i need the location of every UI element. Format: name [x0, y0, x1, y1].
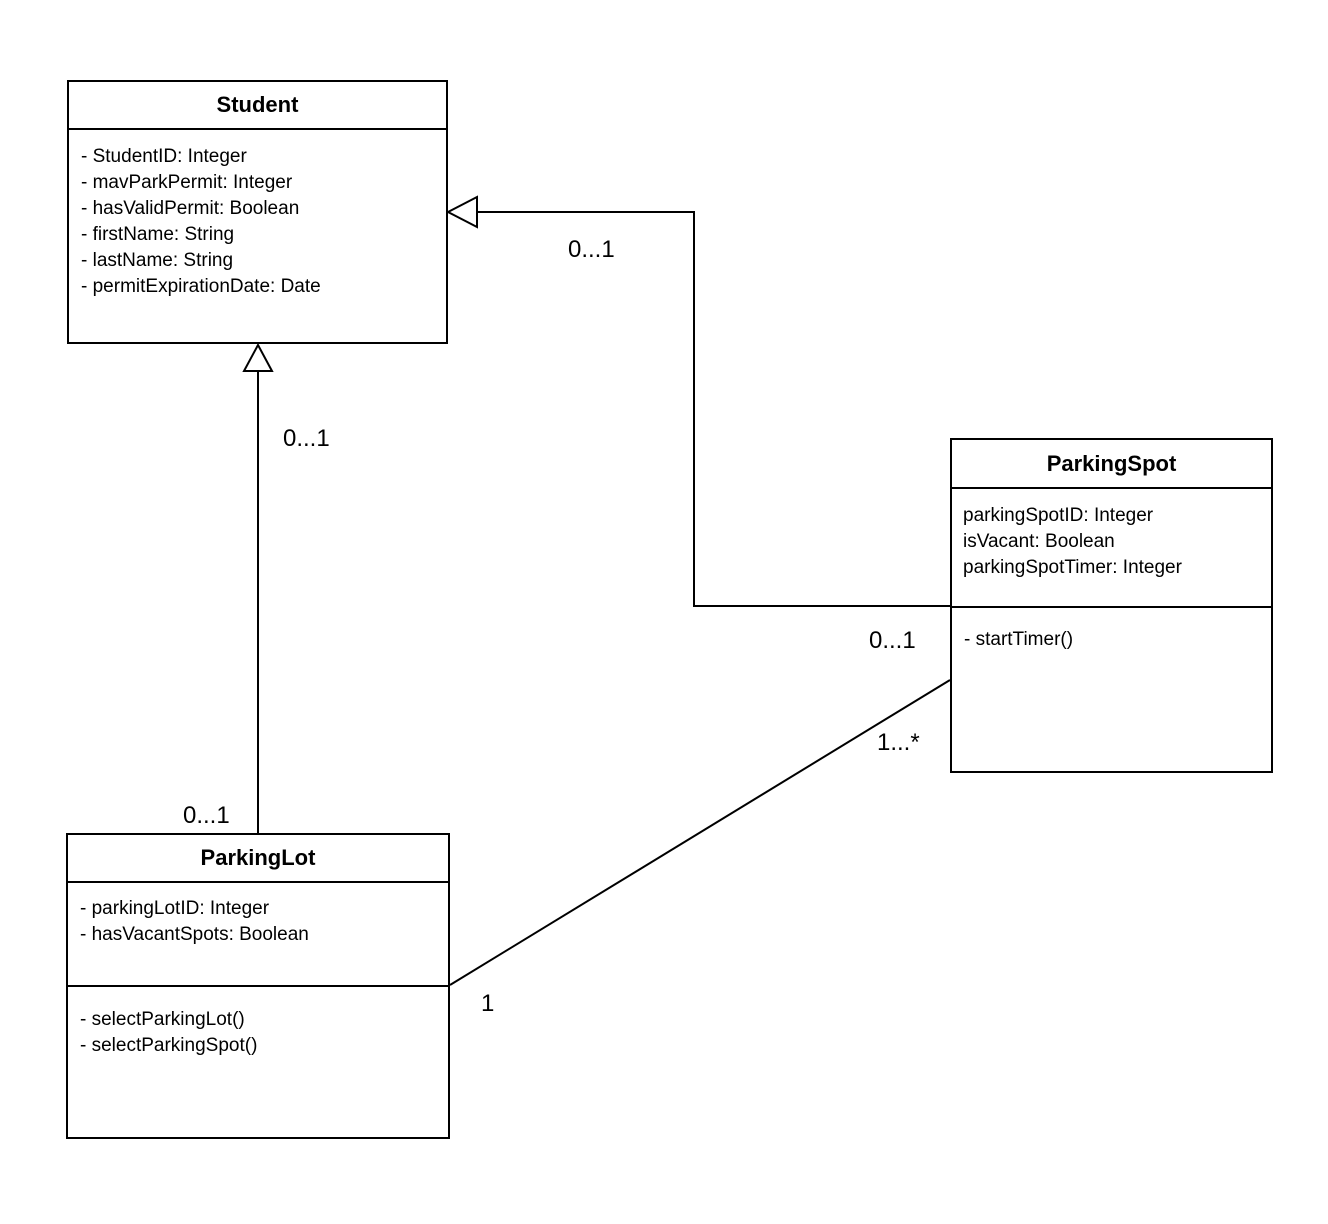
attribute-row: isVacant: Boolean — [963, 531, 1115, 552]
multiplicity-label: 0...1 — [283, 425, 330, 452]
multiplicity-label: 0...1 — [183, 802, 230, 829]
attribute-row: - StudentID: Integer — [81, 146, 247, 167]
multiplicity-label: 0...1 — [869, 627, 916, 654]
class-methods-parkingspot: - startTimer() — [952, 606, 1271, 771]
attribute-row: parkingSpotTimer: Integer — [963, 557, 1182, 578]
attribute-row: - lastName: String — [81, 250, 234, 271]
method-row: - selectParkingLot() — [80, 1009, 245, 1030]
attribute-row: - parkingLotID: Integer — [80, 898, 270, 919]
class-title-student: Student — [69, 82, 446, 130]
generalization-triangle-arrow-icon — [445, 195, 478, 229]
attribute-row: - hasValidPermit: Boolean — [81, 198, 300, 219]
class-attributes-student: - StudentID: Integer - mavParkPermit: In… — [69, 130, 446, 300]
class-box-student[interactable]: Student - StudentID: Integer - mavParkPe… — [67, 80, 448, 344]
attribute-row: parkingSpotID: Integer — [963, 505, 1154, 526]
method-row: - startTimer() — [964, 629, 1074, 650]
association-line-parkinglot-to-parkingspot — [449, 679, 951, 986]
multiplicity-label: 1...* — [877, 729, 920, 756]
attribute-row: - mavParkPermit: Integer — [81, 172, 293, 193]
class-box-parkingspot[interactable]: ParkingSpot parkingSpotID: Integer isVac… — [950, 438, 1273, 773]
class-title-parkinglot: ParkingLot — [68, 835, 448, 883]
method-row: - selectParkingSpot() — [80, 1035, 258, 1056]
class-attributes-parkinglot: - parkingLotID: Integer - hasVacantSpots… — [68, 883, 448, 985]
attribute-row: - firstName: String — [81, 224, 235, 245]
attribute-row: - permitExpirationDate: Date — [81, 276, 321, 297]
multiplicity-label: 0...1 — [568, 236, 615, 263]
class-title-parkingspot: ParkingSpot — [952, 440, 1271, 489]
generalization-line-parkingspot-to-student — [477, 211, 950, 607]
multiplicity-label: 1 — [481, 990, 495, 1017]
class-attributes-parkingspot: parkingSpotID: Integer isVacant: Boolean… — [952, 489, 1271, 606]
generalization-triangle-arrow-icon — [242, 342, 274, 372]
attribute-row: - hasVacantSpots: Boolean — [80, 924, 309, 945]
class-box-parkinglot[interactable]: ParkingLot - parkingLotID: Integer - has… — [66, 833, 450, 1139]
class-methods-parkinglot: - selectParkingLot() - selectParkingSpot… — [68, 985, 448, 1137]
